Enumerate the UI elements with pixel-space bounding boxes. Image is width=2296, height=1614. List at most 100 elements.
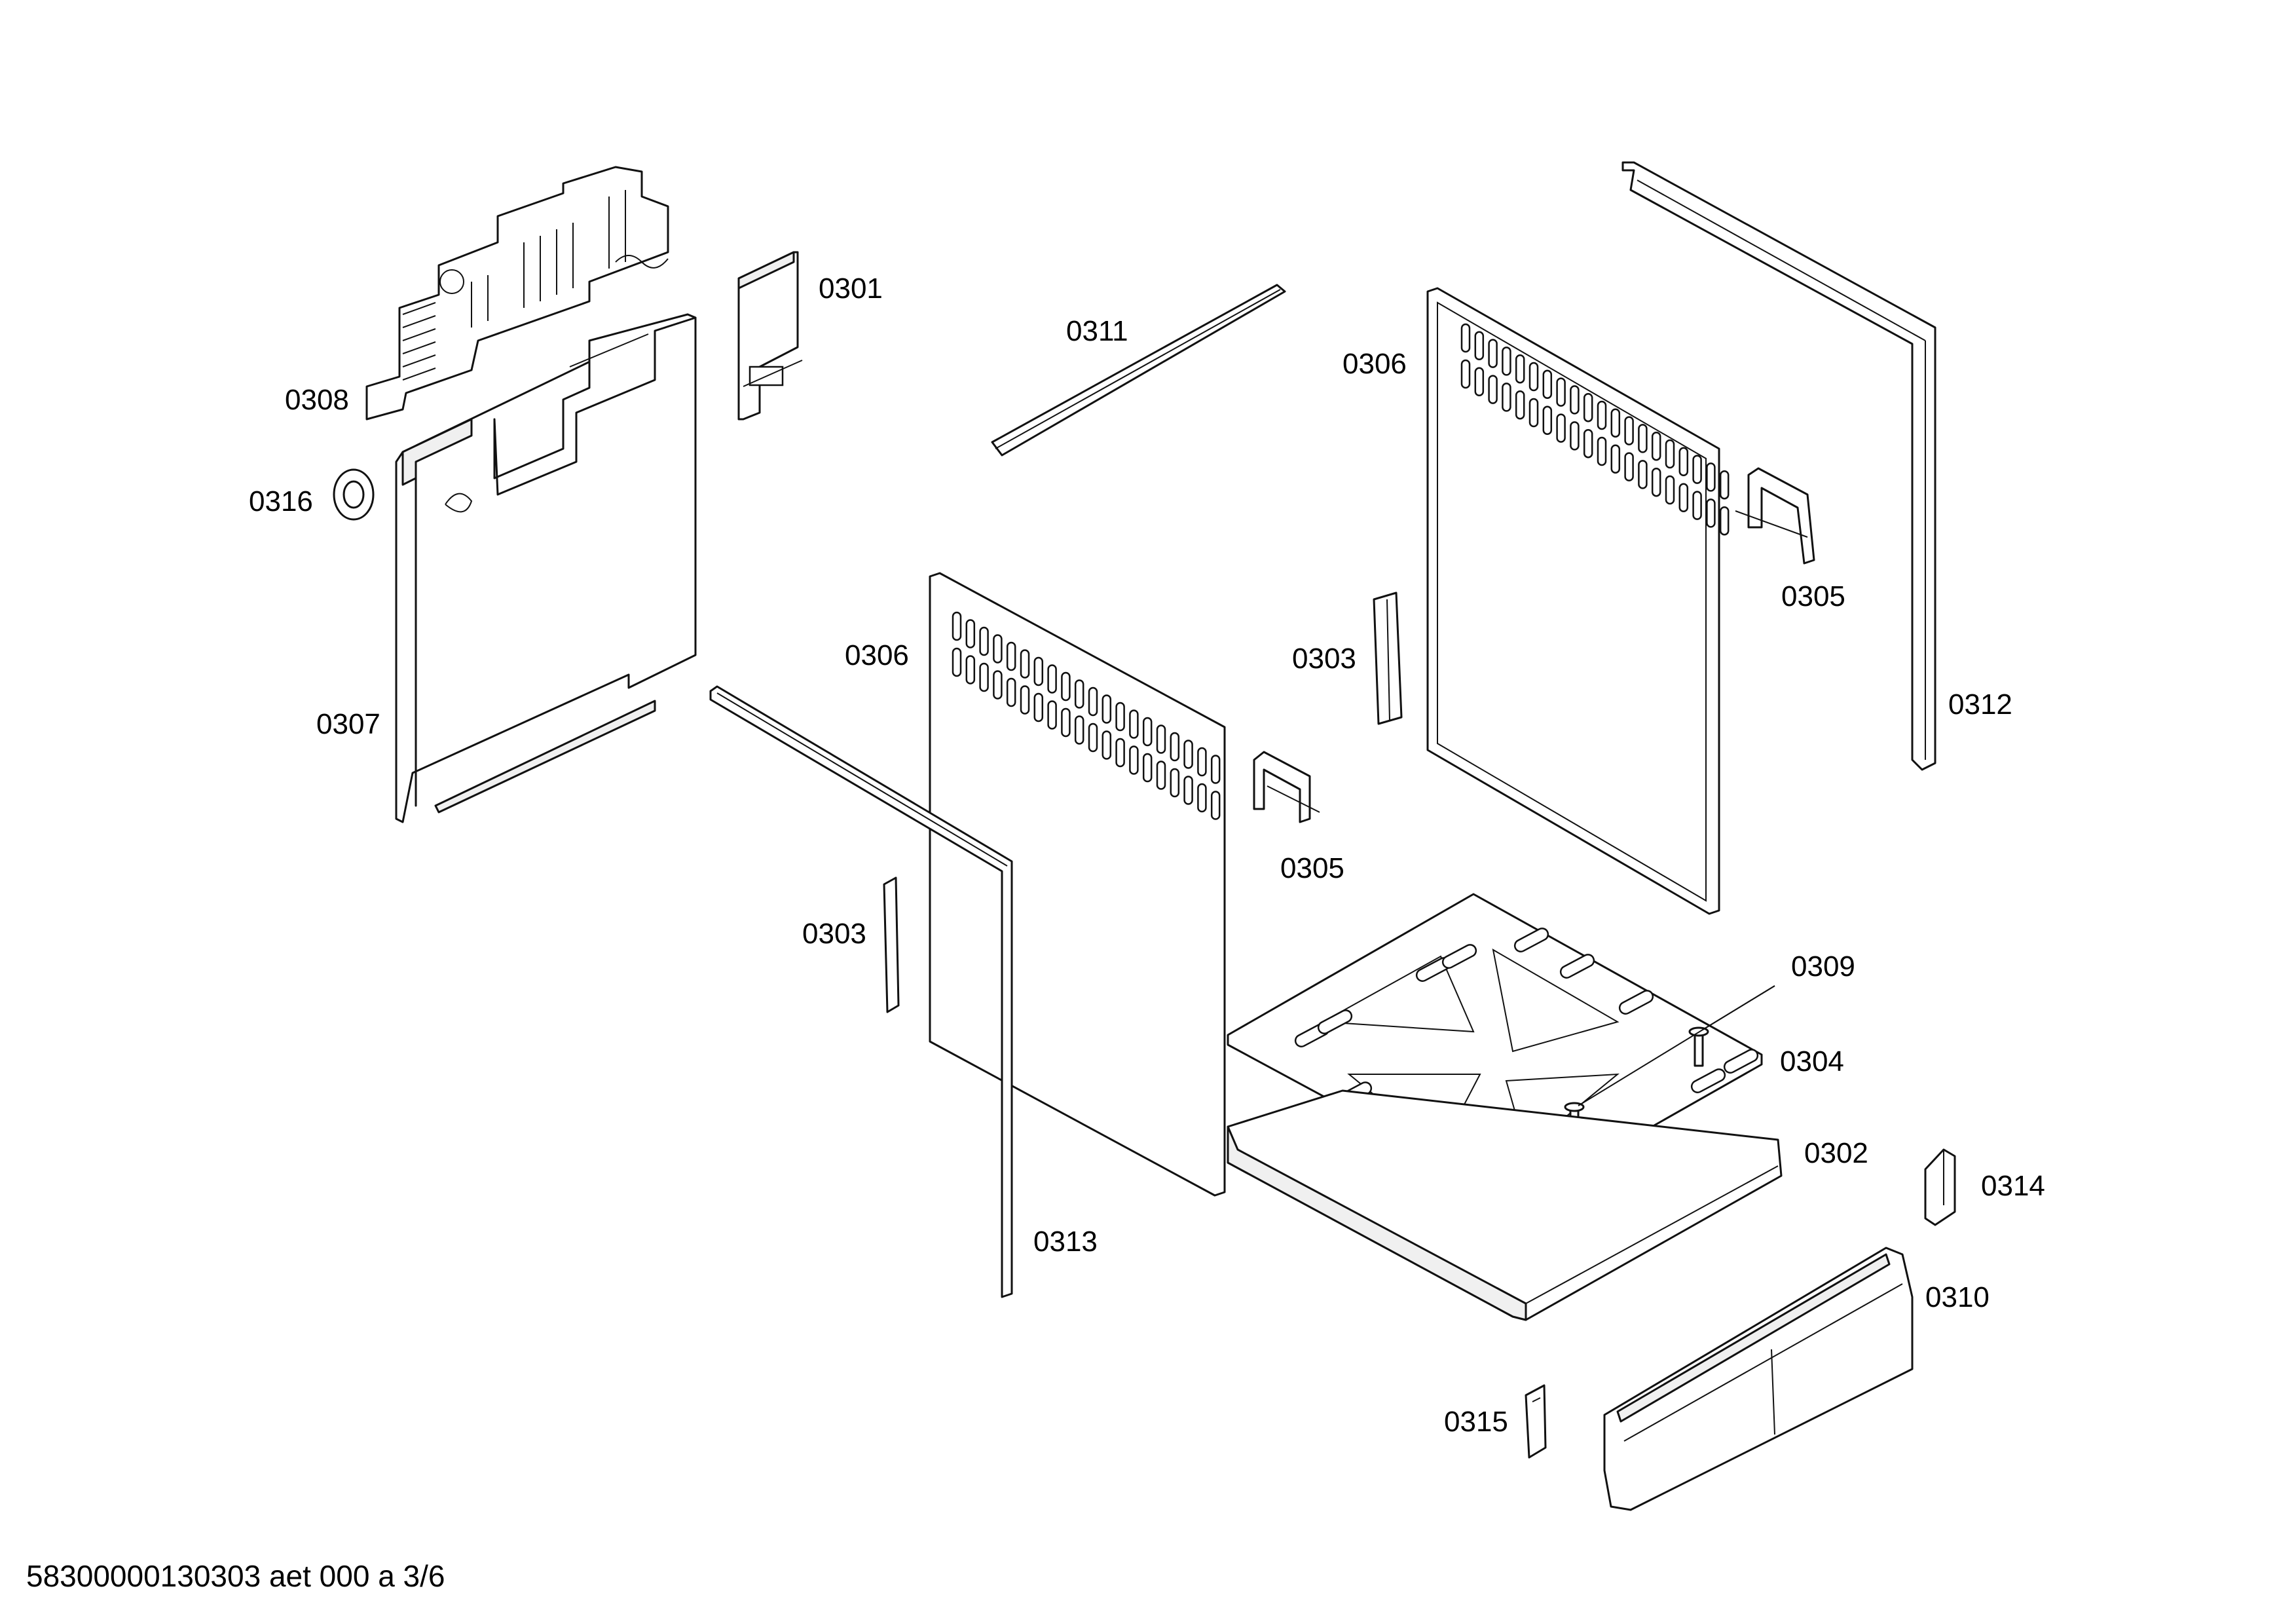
vent-slot [1210,755,1221,784]
base-slot [1317,1009,1353,1034]
vent-slot [979,662,989,692]
document-id: 58300000130303 aet 000 a 3/6 [26,1559,445,1593]
vent-slot [1006,641,1016,671]
vent-slot [993,670,1003,700]
vent-slot [979,626,989,656]
vent-slot [1156,724,1166,754]
vent-slot [1102,730,1112,760]
vent-slot [1088,686,1098,717]
vent-slot [1129,709,1139,739]
vent-slot [1692,455,1702,484]
label-0314: 0314 [1981,1170,2045,1202]
vent-slot [965,619,976,648]
vent-slot [1061,671,1071,702]
vent-slot [1528,362,1539,392]
vent-slot [952,647,962,677]
vent-slots-right [1460,323,1730,536]
base-slot [1723,1049,1759,1074]
vent-slot [1624,416,1634,445]
vent-slot [1515,390,1525,420]
vent-slot [1638,424,1648,453]
part-0316-grommet [333,468,375,521]
vent-slot [1006,677,1016,707]
label-0304: 0304 [1780,1045,1844,1078]
vent-slot [1556,377,1566,407]
vent-slots-left [952,611,1221,820]
vent-slot [1651,467,1661,497]
vent-slot [1197,747,1207,777]
vent-slot [1460,323,1471,353]
vent-slot [1692,491,1702,520]
base-slot [1513,928,1549,952]
vent-slot [1570,385,1580,415]
vent-slot [1047,664,1057,694]
vent-slot [1088,723,1098,753]
vent-slot [1074,679,1084,709]
vent-slot [1651,431,1661,461]
vent-slot [1460,359,1471,389]
vent-slot [1706,498,1716,528]
base-slot [1559,954,1595,979]
vent-slot [1488,375,1498,404]
vent-slot [1170,768,1180,798]
vent-slot [1678,447,1689,477]
vent-slot [1197,783,1207,813]
vent-slot [1210,791,1221,820]
vent-slot [1719,506,1730,536]
vent-slot [1115,738,1125,768]
label-0303-right: 0303 [1292,643,1356,675]
part-0314-clip [1924,1148,1956,1226]
base-slot [1690,1068,1726,1093]
part-0306-side-panel-left [929,572,1226,1197]
vent-slot [1678,483,1689,513]
label-0305-left: 0305 [1280,852,1344,884]
vent-slot [1488,339,1498,368]
part-0305-bracket-left [1253,751,1320,823]
part-0315-small-clip [1525,1384,1547,1459]
vent-slot [1597,436,1607,466]
vent-slot [1115,702,1125,732]
part-0303-strip-right [1373,591,1403,725]
label-0305-right: 0305 [1781,580,1845,612]
vent-slot [1020,649,1030,679]
vent-slot [1528,398,1539,428]
vent-slot [1665,475,1675,505]
vent-slot [1570,421,1580,451]
part-0307-back-panel [395,313,697,823]
base-slot [1441,944,1477,969]
vent-slot [993,634,1003,664]
label-0310: 0310 [1925,1281,1990,1313]
label-0312: 0312 [1948,688,2012,721]
label-0301: 0301 [819,272,883,305]
vent-slot [1156,760,1166,790]
vent-slot [1706,462,1716,492]
part-0313-gasket-strip [709,685,1013,1298]
label-0306-left: 0306 [845,639,909,671]
vent-slot [952,611,962,641]
vent-slot [1183,776,1193,805]
label-0309: 0309 [1791,950,1855,983]
vent-slot [1474,331,1485,361]
vent-slot [1142,717,1153,747]
vent-slot [1142,753,1153,783]
vent-slot [965,655,976,685]
vent-slot [1502,383,1511,412]
vent-slot [1665,439,1675,469]
part-0312-frame-rail [1621,161,1936,771]
part-0303-strip-left [883,876,900,1013]
vent-slot [1624,452,1634,481]
base-slot [1618,990,1654,1015]
part-0305-bracket-right [1735,467,1815,565]
label-0308: 0308 [285,384,349,416]
label-0313: 0313 [1033,1226,1098,1258]
part-0308-shield-plate [365,166,669,421]
vent-slot [1719,470,1730,500]
vent-slot [1556,413,1566,443]
vent-slot [1597,400,1607,430]
vent-slot [1170,732,1180,762]
vent-slot [1502,347,1511,376]
vent-slot [1033,656,1044,686]
label-0307: 0307 [316,708,380,740]
part-0306-side-panel-right [1426,287,1730,915]
